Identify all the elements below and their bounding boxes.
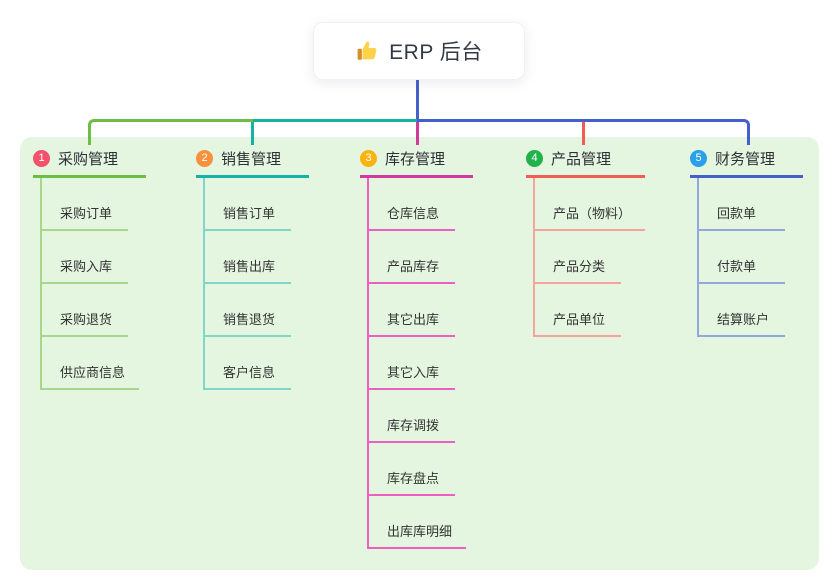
- mindmap-node[interactable]: 供应商信息: [42, 337, 140, 390]
- node-label: 其它出库: [387, 312, 440, 327]
- mindmap-node[interactable]: 销售订单: [205, 178, 291, 231]
- branches-panel: [20, 137, 819, 570]
- branch-heading[interactable]: 5 财务管理: [690, 148, 803, 178]
- node-label: 库存盘点: [387, 471, 440, 486]
- mindmap-node[interactable]: 产品库存: [369, 231, 455, 284]
- node-label: 仓库信息: [387, 206, 440, 221]
- node-label: 其它入库: [387, 365, 440, 380]
- branch-index-badge: 5: [690, 150, 707, 167]
- branch-heading[interactable]: 4 产品管理: [526, 148, 646, 178]
- node-label: 结算账户: [717, 312, 770, 327]
- node-label: 付款单: [717, 259, 757, 274]
- branch-heading[interactable]: 2 销售管理: [196, 148, 309, 178]
- mindmap-node[interactable]: 出库库明细: [369, 496, 467, 549]
- connector-branch5-elbow: [417, 119, 750, 145]
- branch-label: 采购管理: [58, 151, 119, 168]
- branch-items: 产品（物料） 产品分类 产品单位: [533, 178, 646, 337]
- thumbs-up-icon: [355, 39, 379, 63]
- mindmap-node[interactable]: 采购退货: [42, 284, 128, 337]
- mindmap-node[interactable]: 付款单: [699, 231, 785, 284]
- branch-items: 仓库信息 产品库存 其它出库 其它入库 库存调拨 库存盘点 出库库明细: [367, 178, 467, 549]
- branch-heading[interactable]: 1 采购管理: [33, 148, 146, 178]
- node-label: 产品（物料）: [553, 206, 632, 221]
- node-label: 销售退货: [223, 312, 276, 327]
- branch-column: 1 采购管理 采购订单 采购入库 采购退货 供应商信息: [33, 148, 146, 390]
- mindmap-node[interactable]: 回款单: [699, 178, 785, 231]
- mindmap-node[interactable]: 其它入库: [369, 337, 455, 390]
- node-label: 回款单: [717, 206, 757, 221]
- mindmap-node[interactable]: 库存盘点: [369, 443, 455, 496]
- branch-label: 财务管理: [715, 151, 776, 168]
- node-label: 采购入库: [60, 259, 113, 274]
- mindmap-node[interactable]: 销售退货: [205, 284, 291, 337]
- branch-label: 库存管理: [385, 151, 446, 168]
- node-label: 销售出库: [223, 259, 276, 274]
- branch-label: 销售管理: [221, 151, 282, 168]
- mindmap-node[interactable]: 产品分类: [535, 231, 621, 284]
- mindmap-node[interactable]: 仓库信息: [369, 178, 455, 231]
- branch-items: 销售订单 销售出库 销售退货 客户信息: [203, 178, 291, 390]
- connector-branch3-drop: [416, 122, 419, 145]
- branch-index-badge: 3: [360, 150, 377, 167]
- mindmap-node[interactable]: 客户信息: [205, 337, 291, 390]
- mindmap-node[interactable]: 销售出库: [205, 231, 291, 284]
- branch-column: 5 财务管理 回款单 付款单 结算账户: [690, 148, 803, 337]
- node-label: 产品库存: [387, 259, 440, 274]
- mindmap-node[interactable]: 其它出库: [369, 284, 455, 337]
- mindmap-node[interactable]: 采购订单: [42, 178, 128, 231]
- node-label: 出库库明细: [387, 524, 453, 539]
- branch-items: 回款单 付款单 结算账户: [697, 178, 785, 337]
- root-label: ERP 后台: [389, 41, 483, 64]
- mindmap-node[interactable]: 产品（物料）: [535, 178, 646, 231]
- branch-heading[interactable]: 3 库存管理: [360, 148, 473, 178]
- branch-index-badge: 4: [526, 150, 543, 167]
- branch-column: 2 销售管理 销售订单 销售出库 销售退货 客户信息: [196, 148, 309, 390]
- connector-branch1-elbow: [88, 119, 254, 145]
- branch-items: 采购订单 采购入库 采购退货 供应商信息: [40, 178, 140, 390]
- node-label: 客户信息: [223, 365, 276, 380]
- root-node[interactable]: ERP 后台: [313, 22, 525, 80]
- connector-root-trunk: [416, 80, 419, 122]
- connector-teal-segment: [253, 119, 417, 122]
- node-label: 产品单位: [553, 312, 606, 327]
- mindmap-node[interactable]: 产品单位: [535, 284, 621, 337]
- mindmap-node[interactable]: 结算账户: [699, 284, 785, 337]
- branch-index-badge: 1: [33, 150, 50, 167]
- node-label: 产品分类: [553, 259, 606, 274]
- node-label: 采购订单: [60, 206, 113, 221]
- branch-column: 3 库存管理 仓库信息 产品库存 其它出库 其它入库 库存调拨 库存盘点 出库库…: [360, 148, 473, 549]
- node-label: 供应商信息: [60, 365, 126, 380]
- connector-branch4-drop: [582, 122, 585, 145]
- mindmap-node[interactable]: 采购入库: [42, 231, 128, 284]
- branch-index-badge: 2: [196, 150, 213, 167]
- node-label: 销售订单: [223, 206, 276, 221]
- node-label: 库存调拨: [387, 418, 440, 433]
- mindmap-node[interactable]: 库存调拨: [369, 390, 455, 443]
- branch-column: 4 产品管理 产品（物料） 产品分类 产品单位: [526, 148, 646, 337]
- node-label: 采购退货: [60, 312, 113, 327]
- connector-branch2-drop: [251, 122, 254, 145]
- branch-label: 产品管理: [551, 151, 612, 168]
